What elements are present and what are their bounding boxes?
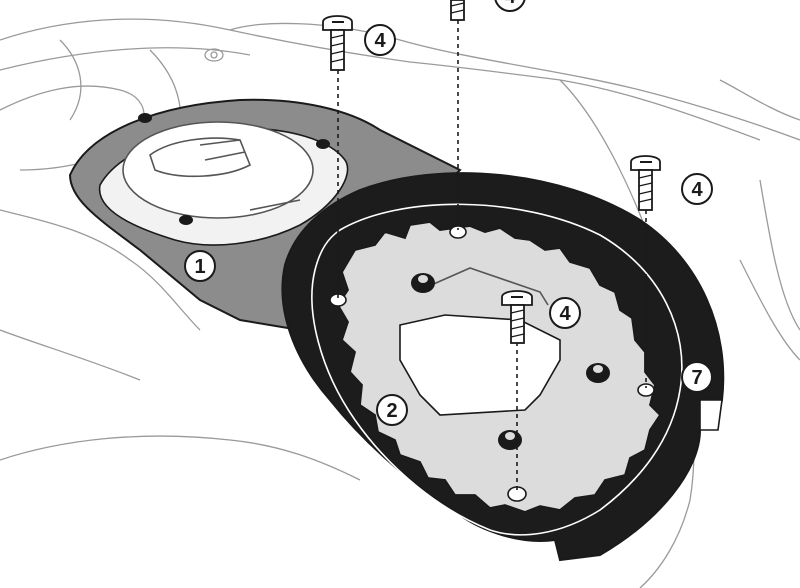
callout-label-2: 2 xyxy=(386,400,397,422)
callout-label-1: 1 xyxy=(194,256,205,278)
callout-part-7: 7 xyxy=(681,361,713,393)
callout-screw-top-right: 4 xyxy=(494,0,526,12)
callout-label-4-center: 4 xyxy=(559,303,571,325)
screw-center xyxy=(501,290,533,344)
alignment-lines xyxy=(337,20,647,492)
screw-top-left xyxy=(322,15,353,71)
screw-right xyxy=(630,155,661,211)
fuel-tank-outline xyxy=(0,18,800,588)
callout-label-4-top-left: 4 xyxy=(374,30,386,52)
callout-screw-center: 4 xyxy=(549,297,581,329)
callout-screw-right: 4 xyxy=(681,173,713,205)
callout-label-7: 7 xyxy=(691,367,702,389)
tank-flange-part-1 xyxy=(68,98,462,332)
callout-part-2: 2 xyxy=(376,394,408,426)
mounting-plate-part-2 xyxy=(329,221,662,513)
callout-part-1: 1 xyxy=(184,250,216,282)
screw-top-right xyxy=(450,0,465,21)
callout-label-4-right: 4 xyxy=(691,179,703,201)
callout-screw-top-left: 4 xyxy=(364,24,396,56)
callout-label-4-top-right: 4 xyxy=(504,0,516,8)
